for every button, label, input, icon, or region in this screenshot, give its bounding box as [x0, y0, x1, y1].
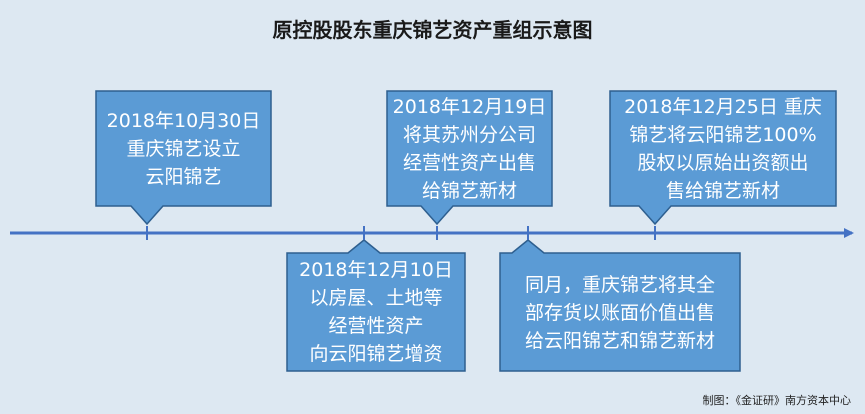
event-4-line-3: 给云阳锦艺和锦艺新材: [524, 330, 715, 352]
source-credit: 制图：《金证研》南方资本中心: [702, 394, 852, 407]
event-3-line-4: 给锦艺新材: [421, 180, 517, 202]
event-2-line-2: 以房屋、土地等: [309, 287, 443, 309]
event-3-line-3: 经营性资产出售: [402, 152, 536, 174]
event-2-line-1: 2018年12月10日: [299, 259, 453, 281]
event-3-line-1: 2018年12月19日: [392, 96, 547, 118]
event-4-line-1: 同月，重庆锦艺将其全: [524, 274, 715, 296]
event-callout-4: 同月，重庆锦艺将其全 部存货以账面价值出售 给云阳锦艺和锦艺新材: [500, 260, 740, 366]
event-1-line-3: 云阳锦艺: [145, 166, 222, 188]
event-2-line-3: 经营性资产: [328, 315, 424, 337]
event-callout-2: 2018年12月10日 以房屋、土地等 经营性资产 向云阳锦艺增资: [287, 256, 465, 368]
event-3-line-2: 将其苏州分公司: [402, 124, 536, 146]
callout-shape-2: [286, 239, 466, 372]
event-1-line-2: 重庆锦艺设立: [126, 138, 241, 160]
event-callout-5: 2018年12月25日 重庆 锦艺将云阳锦艺100% 股权以原始出资额出 售给锦…: [610, 94, 836, 204]
diagram-title: 原控股股东重庆锦艺资产重组示意图: [272, 18, 593, 42]
event-2-line-4: 向云阳锦艺增资: [309, 343, 443, 365]
event-5-line-4: 售给锦艺新材: [665, 180, 780, 202]
callout-shape-5: [609, 90, 837, 226]
event-callout-1: 2018年10月30日 重庆锦艺设立 云阳锦艺: [96, 96, 271, 202]
callout-shape-3: [386, 90, 553, 226]
event-callout-3: 2018年12月19日 将其苏州分公司 经营性资产出售 给锦艺新材: [387, 94, 552, 204]
event-4-line-2: 部存货以账面价值出售: [524, 302, 715, 324]
callout-shape-1: [95, 90, 272, 226]
callout-shape-4: [499, 239, 741, 372]
event-1-line-1: 2018年10月30日: [106, 110, 261, 132]
event-5-line-1: 2018年12月25日 重庆: [624, 96, 822, 118]
event-5-line-2: 锦艺将云阳锦艺100%: [629, 124, 817, 146]
event-5-line-3: 股权以原始出资额出: [637, 152, 809, 174]
